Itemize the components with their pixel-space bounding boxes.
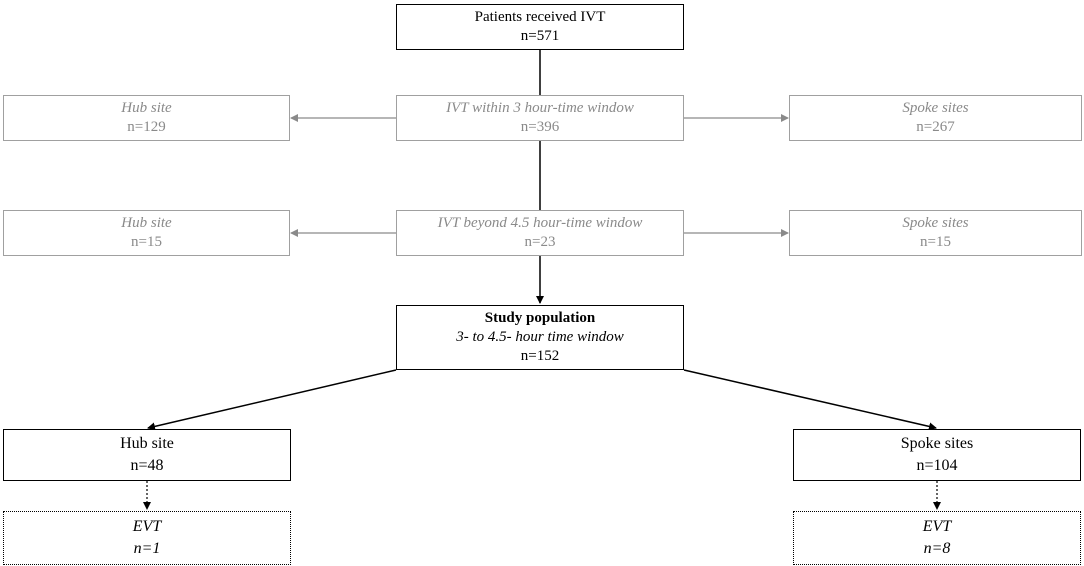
box-count: n=15 — [920, 234, 951, 250]
hub-site-study-box: Hub site n=48 — [3, 429, 291, 481]
ivt-beyond-45h-box: IVT beyond 4.5 hour-time window n=23 — [396, 210, 684, 256]
box-count: n=23 — [524, 234, 556, 250]
box-title: Study population — [484, 310, 596, 326]
box-subtitle: 3- to 4.5- hour time window — [456, 329, 624, 345]
spoke-evt-box: EVT n=8 — [793, 511, 1081, 565]
box-count: n=152 — [520, 348, 560, 364]
box-title: Spoke sites — [900, 435, 974, 452]
box-title: IVT within 3 hour-time window — [446, 100, 634, 116]
box-count: n=267 — [916, 119, 955, 135]
box-count: n=48 — [130, 457, 164, 474]
box-count: n=1 — [133, 540, 161, 557]
study-population-box: Study population 3- to 4.5- hour time wi… — [396, 305, 684, 370]
spoke-sites-excluded-3h-box: Spoke sites n=267 — [789, 95, 1082, 141]
box-title: Spoke sites — [902, 215, 969, 231]
box-count: n=8 — [923, 540, 951, 557]
ivt-within-3h-box: IVT within 3 hour-time window n=396 — [396, 95, 684, 141]
box-count: n=104 — [916, 457, 958, 474]
hub-site-excluded-45h-box: Hub site n=15 — [3, 210, 290, 256]
box-count: n=15 — [131, 234, 162, 250]
box-title: Spoke sites — [902, 100, 969, 116]
box-count: n=396 — [520, 119, 560, 135]
hub-evt-box: EVT n=1 — [3, 511, 291, 565]
box-title: Patients received IVT — [474, 9, 606, 25]
box-title: Hub site — [121, 100, 172, 116]
spoke-sites-study-box: Spoke sites n=104 — [793, 429, 1081, 481]
arrow-study-to-hub — [147, 369, 397, 431]
hub-site-excluded-3h-box: Hub site n=129 — [3, 95, 290, 141]
box-title: EVT — [922, 518, 952, 535]
arrow-study-to-spoke — [683, 369, 937, 431]
box-title: Hub site — [121, 215, 172, 231]
box-title: EVT — [132, 518, 162, 535]
box-title: Hub site — [120, 435, 174, 452]
patients-received-ivt-box: Patients received IVT n=571 — [396, 4, 684, 50]
box-title: IVT beyond 4.5 hour-time window — [437, 215, 643, 231]
box-count: n=571 — [520, 28, 560, 44]
spoke-sites-excluded-45h-box: Spoke sites n=15 — [789, 210, 1082, 256]
box-count: n=129 — [127, 119, 166, 135]
